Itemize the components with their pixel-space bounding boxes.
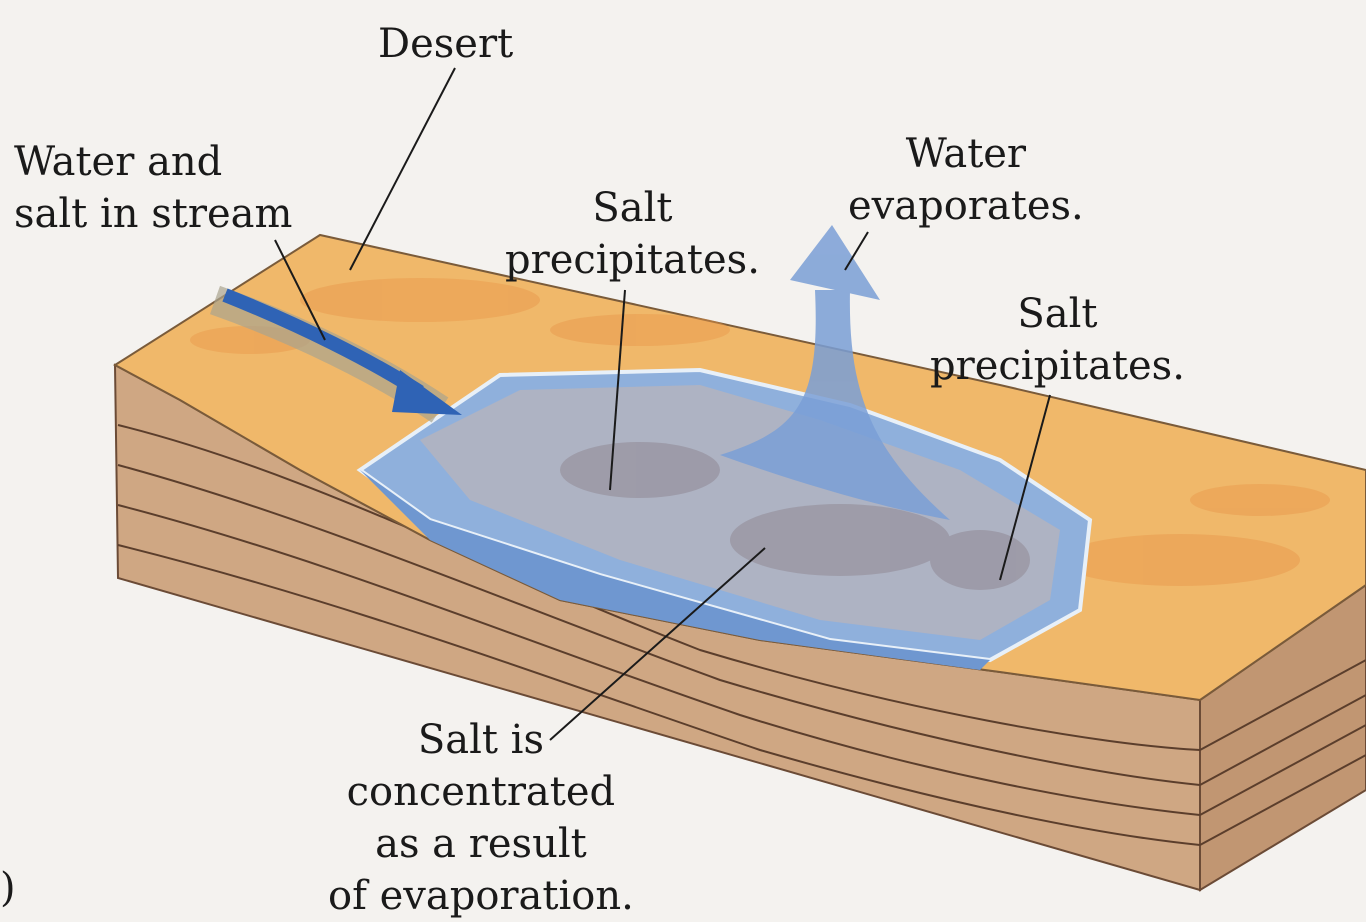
label-water-line1: Water [848, 128, 1084, 180]
label-stream-line2: salt in stream [14, 188, 292, 240]
label-water-evaporates: Water evaporates. [848, 128, 1084, 232]
label-salt-precipitates-center: Salt precipitates. [505, 182, 760, 286]
corner-mark: ) [0, 862, 16, 914]
label-salt-center-line1: Salt [505, 182, 760, 234]
label-concentrated-line1: Salt is [328, 714, 634, 766]
label-concentrated-line4: of evaporation. [328, 870, 634, 922]
corner-mark-text: ) [0, 865, 16, 911]
label-stream-line1: Water and [14, 136, 292, 188]
label-desert-text: Desert [378, 21, 513, 67]
label-salt-precipitates-right: Salt precipitates. [930, 288, 1185, 392]
label-salt-concentrated: Salt is concentrated as a result of evap… [328, 714, 634, 922]
label-stream: Water and salt in stream [14, 136, 292, 240]
label-salt-right-line1: Salt [930, 288, 1185, 340]
label-concentrated-line3: as a result [328, 818, 634, 870]
label-salt-center-line2: precipitates. [505, 234, 760, 286]
label-water-line2: evaporates. [848, 180, 1084, 232]
label-salt-right-line2: precipitates. [930, 340, 1185, 392]
label-concentrated-line2: concentrated [328, 766, 634, 818]
label-desert: Desert [378, 18, 513, 70]
